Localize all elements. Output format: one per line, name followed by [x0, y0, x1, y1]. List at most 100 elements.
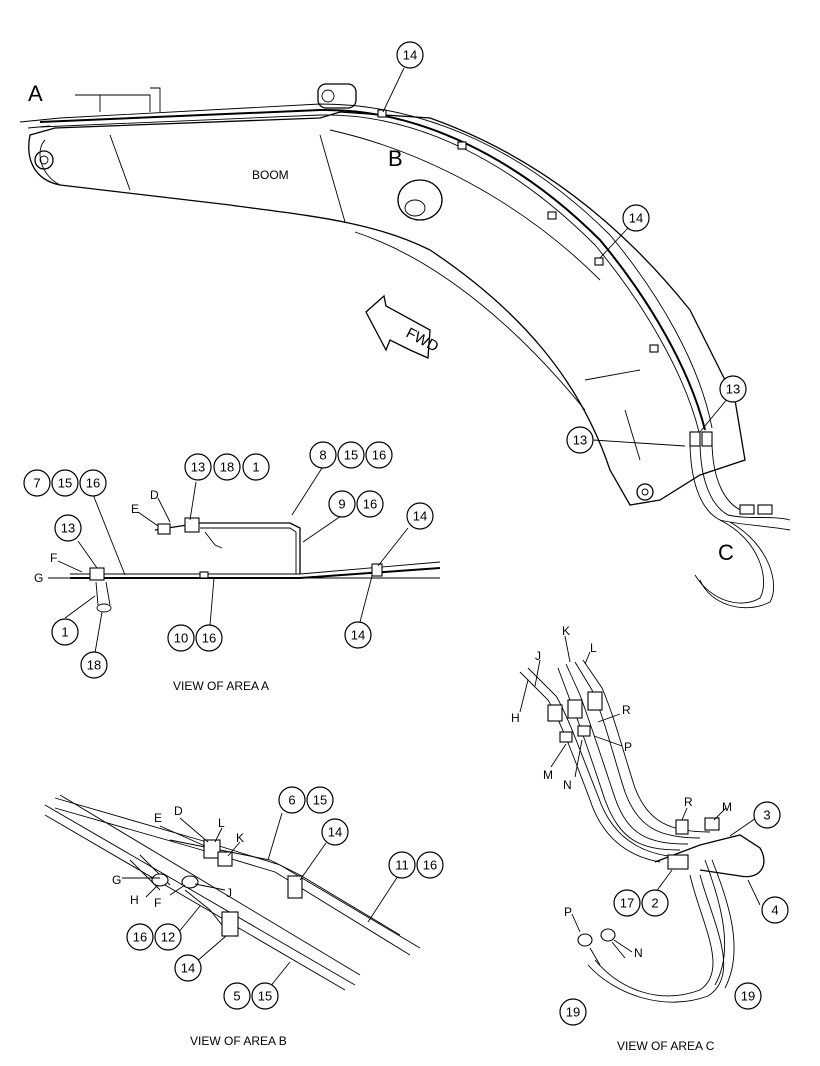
area-b-view: E D L K G H F J 6 15 14 11 16 16 12 14 5…: [44, 786, 444, 1048]
callout-b-0: 6: [278, 786, 306, 814]
callout-b-6: 12: [154, 923, 182, 951]
area-c-letter-n: N: [563, 778, 572, 792]
callout-a-15: 10: [167, 624, 195, 652]
callout-c-4: 19: [734, 982, 762, 1010]
area-c-letter-p: P: [624, 740, 632, 754]
callout-c-3: 4: [761, 896, 789, 924]
svg-text:13: 13: [573, 433, 587, 448]
area-c-letter-r2: R: [684, 795, 693, 809]
svg-text:16: 16: [133, 930, 147, 945]
callout-c-5: 19: [559, 998, 587, 1026]
callout-c-0: 3: [753, 801, 781, 829]
area-b-letter-e: E: [154, 811, 162, 825]
svg-text:17: 17: [620, 896, 634, 911]
svg-text:14: 14: [351, 628, 365, 643]
callout-a-12: 13: [54, 514, 82, 542]
area-c-letter-m2: M: [722, 800, 732, 814]
area-b-letter-j: J: [226, 886, 232, 900]
callout-a-8: 16: [79, 469, 107, 497]
svg-text:18: 18: [220, 460, 234, 475]
callout-c-2: 2: [641, 889, 669, 917]
area-c-letter-r: R: [622, 703, 631, 717]
area-c-letter-l: L: [590, 641, 597, 655]
fwd-label: FWD: [403, 325, 441, 356]
callout-a-13: 1: [51, 618, 79, 646]
callout-b-3: 11: [388, 851, 416, 879]
area-a-letter-e: E: [131, 502, 139, 516]
area-a-letter-g: G: [34, 571, 43, 585]
callout-a-1: 18: [213, 453, 241, 481]
svg-text:7: 7: [33, 476, 40, 491]
svg-text:1: 1: [252, 460, 259, 475]
svg-text:13: 13: [61, 521, 75, 536]
svg-text:15: 15: [58, 476, 72, 491]
callout-a-14: 18: [80, 651, 108, 679]
svg-text:14: 14: [629, 211, 643, 226]
svg-text:14: 14: [413, 509, 427, 524]
svg-text:16: 16: [423, 858, 437, 873]
svg-text:5: 5: [233, 989, 240, 1004]
svg-text:13: 13: [726, 382, 740, 397]
callout-a-4: 15: [337, 441, 365, 469]
area-b-letter-d: D: [174, 804, 183, 818]
area-b-letter-l: L: [218, 816, 225, 830]
callout-b-5: 16: [126, 923, 154, 951]
area-a-letter-d: D: [150, 488, 159, 502]
area-b-letter-f: F: [154, 896, 161, 910]
svg-text:2: 2: [651, 896, 658, 911]
svg-text:4: 4: [771, 903, 778, 918]
callout-a-7: 15: [51, 469, 79, 497]
svg-text:15: 15: [344, 448, 358, 463]
svg-text:13: 13: [191, 460, 205, 475]
svg-text:11: 11: [395, 858, 409, 873]
area-c-letter-k: K: [562, 624, 570, 638]
callout-a-3: 8: [309, 441, 337, 469]
area-a-letter-f: F: [50, 551, 57, 565]
svg-text:10: 10: [174, 631, 188, 646]
svg-text:16: 16: [86, 476, 100, 491]
callout-main-3: 13: [566, 426, 594, 454]
callout-a-9: 9: [328, 490, 356, 518]
svg-text:8: 8: [319, 448, 326, 463]
callout-c-1: 17: [613, 889, 641, 917]
svg-text:12: 12: [161, 930, 175, 945]
svg-text:16: 16: [202, 631, 216, 646]
boom-label: BOOM: [252, 168, 289, 182]
svg-text:6: 6: [288, 793, 295, 808]
svg-text:14: 14: [181, 961, 195, 976]
svg-text:14: 14: [328, 825, 342, 840]
area-c-letter-p2: P: [564, 905, 572, 919]
area-b-letter-h: H: [130, 893, 139, 907]
forward-arrow: FWD: [365, 294, 441, 359]
area-c-letter: C: [718, 540, 734, 565]
callout-a-2: 1: [242, 453, 270, 481]
svg-text:16: 16: [372, 448, 386, 463]
svg-text:3: 3: [763, 808, 770, 823]
svg-text:15: 15: [258, 989, 272, 1004]
callout-a-17: 14: [344, 621, 372, 649]
area-b-letter: B: [388, 146, 403, 171]
area-a-view: D E F G 13 18 1 8 15 16 7 15 16 9 16 14 …: [23, 441, 441, 693]
svg-text:14: 14: [403, 48, 417, 63]
area-c-letter-m: M: [543, 768, 553, 782]
callout-a-5: 16: [365, 441, 393, 469]
callout-b-4: 16: [416, 851, 444, 879]
callout-b-2: 14: [321, 818, 349, 846]
svg-text:9: 9: [338, 497, 345, 512]
callout-a-11: 14: [406, 502, 434, 530]
callout-a-10: 16: [356, 490, 384, 518]
area-a-letter: A: [28, 81, 43, 106]
callout-a-0: 13: [184, 453, 212, 481]
area-c-letter-n2: N: [634, 946, 643, 960]
area-a-caption: VIEW OF AREA A: [173, 679, 269, 693]
area-b-letter-g: G: [112, 873, 121, 887]
area-c-letter-j: J: [535, 649, 541, 663]
svg-text:15: 15: [313, 793, 327, 808]
svg-text:18: 18: [87, 658, 101, 673]
area-c-letter-h: H: [511, 711, 520, 725]
svg-text:1: 1: [61, 625, 68, 640]
area-c-caption: VIEW OF AREA C: [617, 1039, 715, 1053]
callout-main-2: 13: [719, 375, 747, 403]
callout-b-1: 15: [306, 786, 334, 814]
area-b-letter-k: K: [236, 831, 244, 845]
